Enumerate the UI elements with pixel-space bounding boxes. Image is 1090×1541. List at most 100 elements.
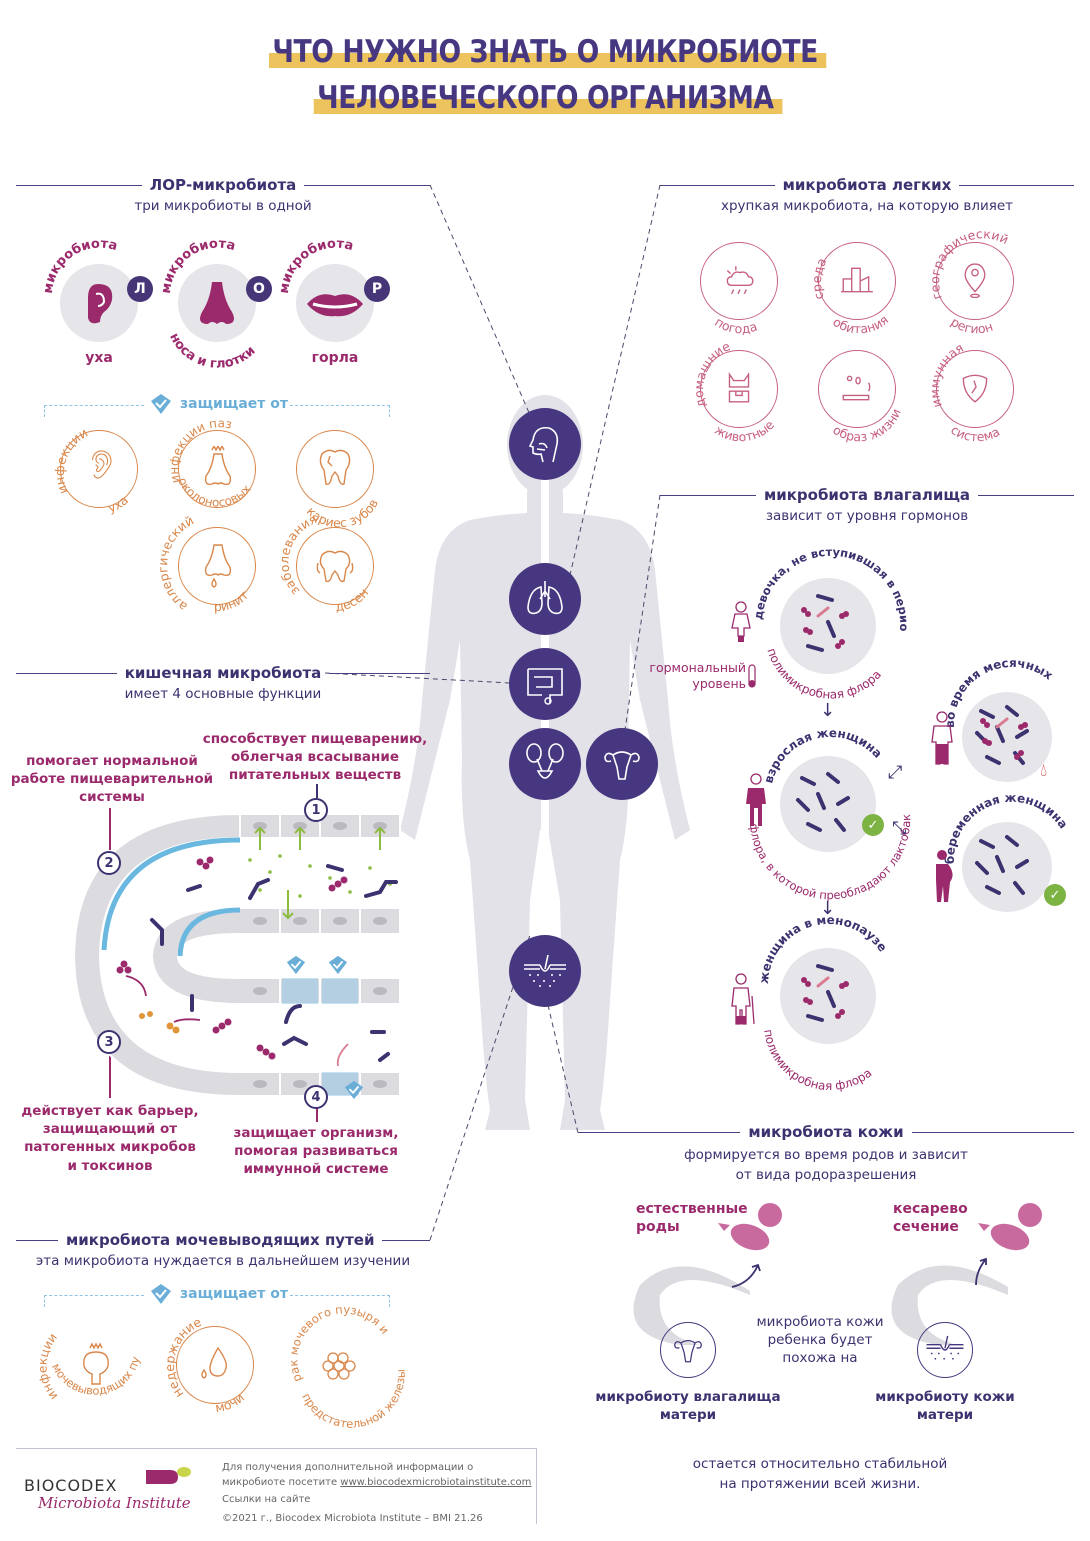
protects-text: защищает от [180, 1286, 289, 1302]
dashed-divider [44, 405, 144, 406]
footer-info-prefix: микробиоте посетите [222, 1477, 338, 1488]
lor-protects-label: защищает от [150, 393, 288, 415]
footer-divider [536, 1448, 537, 1524]
svg-text:предстательной железы: предстательной железы [299, 1369, 408, 1431]
organ-uterus[interactable] [586, 728, 658, 800]
lung-factor-label-4: домашние животные [691, 338, 777, 444]
lor-letter-badge-l: Л [127, 276, 153, 302]
connector-skin [547, 1004, 579, 1134]
tooth-decay-label: кариес зубов [304, 496, 381, 530]
divider [16, 672, 117, 674]
skin-middle-line-3: похожа на [782, 1350, 858, 1367]
gut-function-4-badge: 4 [304, 1085, 328, 1109]
bacteria-cluster-2 [796, 772, 850, 832]
svg-text:система: система [948, 422, 1002, 444]
stage-pregnant-label: беременная женщина [943, 791, 1071, 864]
divider [578, 1131, 741, 1133]
gut-subheading: имеет 4 основные функции [124, 686, 322, 702]
shield-check-icon [151, 1284, 171, 1304]
immune-shield-icon [962, 374, 988, 403]
urinary-heading-row: микробиота мочевыводящих путей [16, 1231, 430, 1249]
urinary-subheading: эта микробиота нуждается в дальнейшем из… [35, 1253, 411, 1269]
dashed-divider [44, 405, 45, 417]
right-result-line-1: микробиоту кожи [875, 1389, 1015, 1405]
divider [660, 184, 775, 186]
organ-intestine[interactable] [509, 648, 581, 720]
svg-text:недержание: недержание [162, 1314, 204, 1401]
lor-heading: ЛОР-микробиота [149, 176, 297, 194]
divider [382, 1239, 430, 1241]
urinary-infection-label: инфекции мочевыводящих путей [34, 1305, 142, 1403]
right-result-line-2: матери [916, 1407, 974, 1424]
intestine-icon [527, 668, 563, 705]
organ-lungs[interactable] [509, 563, 581, 635]
website-link[interactable]: www.biocodexmicrobiotainstitute.com [340, 1477, 532, 1488]
divider [660, 494, 756, 496]
connector-gut [324, 672, 511, 684]
callout-line [109, 808, 111, 850]
baby-icon-left [718, 1203, 782, 1251]
lungs-heading: микробиота легких [782, 176, 952, 194]
lungs-subheading: хрупкая микробиота, на которую влияет [720, 198, 1014, 214]
lung-factor-3 [936, 242, 1014, 320]
pregnant-woman-icon [936, 850, 953, 902]
bacteria-cluster-4 [975, 835, 1029, 895]
footer-info-line-2: микробиоте посетите www.biocodexmicrobio… [222, 1475, 531, 1490]
title-text-2: ЧЕЛОВЕЧЕСКОГО ОРГАНИЗМА [313, 80, 782, 116]
protect-gum-disease [296, 527, 374, 605]
urinary-heading: микробиота мочевыводящих путей [66, 1231, 375, 1249]
gut-heading: кишечная микробиота [124, 664, 322, 682]
vagina-heading-row: микробиота влагалища [660, 486, 1074, 504]
organ-urinary[interactable] [509, 728, 581, 800]
gut-function-4-text: защищает организм, помогая развиваться и… [233, 1125, 399, 1178]
svg-text:ринит: ринит [214, 588, 252, 615]
lung-factor-label-1: погода [712, 314, 759, 336]
runny-nose-icon [204, 544, 232, 588]
arrow-to-menstruation-icon: ⤢ [888, 762, 903, 783]
connector-vagina [624, 494, 661, 731]
stage-girl-top-label: девочка, не вступившая в период полового… [735, 529, 911, 702]
biocodex-logo-text: BIOCODEX [24, 1476, 118, 1495]
lung-factor-6 [936, 350, 1014, 428]
divider [329, 672, 430, 674]
skin-heading-row: микробиота кожи [578, 1123, 1074, 1141]
gut-function-1-badge: 1 [304, 798, 328, 822]
lor-throat-bottom-label: горла [311, 350, 359, 366]
gut-function-3-text: действует как барьер, защищающий от пато… [21, 1103, 199, 1174]
svg-text:географический: географический [927, 226, 1011, 301]
allergic-rhinitis-label: аллергический ринит [155, 513, 252, 615]
shield-check-icon [151, 394, 171, 414]
uterus-icon [604, 751, 640, 780]
organ-skin[interactable] [509, 935, 581, 1007]
stage-menstruation-label: во время месячных [943, 656, 1056, 728]
lor-letter-badge-r: Р [364, 276, 390, 302]
tooth-decay-icon [319, 449, 351, 486]
dashed-divider [389, 405, 390, 417]
lung-factor-label-5: образ жизни [830, 406, 904, 444]
protect-tooth-decay [296, 430, 374, 508]
gum-disease-icon [316, 550, 354, 583]
footer-info-line-1: Для получения дополнительной информации … [222, 1462, 474, 1473]
divider [16, 1239, 58, 1241]
lor-ear-top-label: микробиота [41, 236, 119, 294]
shield-check-icon [286, 955, 306, 975]
divider [16, 184, 142, 186]
organ-head-ent[interactable] [509, 408, 581, 480]
svg-text:заболевания: заболевания [277, 511, 319, 599]
protect-sinus-infection [178, 430, 256, 508]
cancer-label: рак мочевого пузыря и предстательной жел… [286, 1302, 408, 1431]
callout-line [316, 1108, 318, 1122]
page-title-line-1: ЧТО НУЖНО ЗНАТЬ О МИКРОБИОТЕ [0, 34, 1090, 70]
dashed-divider [290, 1295, 390, 1296]
location-pin-icon [964, 263, 986, 298]
page-title-line-2: ЧЕЛОВЕЧЕСКОГО ОРГАНИЗМА [0, 80, 1090, 116]
dashed-divider [44, 1295, 45, 1307]
birth-illustration [633, 1203, 1042, 1345]
girl-figure-icon [731, 601, 751, 642]
bladder-infection-icon [83, 1342, 109, 1385]
protect-incontinence [176, 1326, 254, 1404]
gum-disease-label: заболевания десен [277, 511, 372, 614]
skin-hair-icon [524, 954, 566, 987]
